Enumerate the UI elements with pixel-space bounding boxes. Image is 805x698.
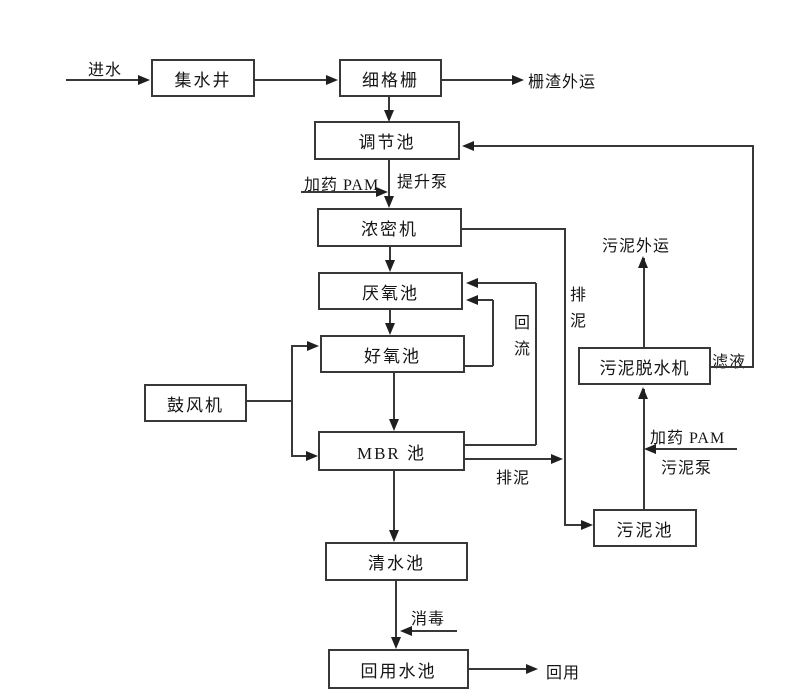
arrowhead-into-collection-well [138,75,150,85]
arrowhead-blower-into-aerobic [307,341,319,351]
node-anaerobic-tank: 厌氧池 [318,272,463,310]
connector-blower-out [247,400,293,402]
connector-reflux-top [478,282,536,284]
arrowhead-into-sludge-tank [581,520,593,530]
connector-screen-to-equalization [388,97,390,112]
connector-well-to-screen [255,79,327,81]
label-screen-residue-out: 栅渣外运 [528,74,597,91]
node-fine-screen: 细格栅 [339,59,442,97]
arrowhead-disinfection [400,626,412,636]
connector-dewatering-to-sludge-out [643,258,645,347]
connector-blower-to-aerobic [291,345,308,347]
arrowhead-into-fine-screen [326,75,338,85]
arrowhead-into-clean-water [389,530,399,542]
arrowhead-into-dewatering [638,387,648,399]
label-dosing-pam-bottom: 加药 PAM [650,430,726,447]
node-reuse-water-tank: 回用水池 [328,649,469,689]
connector-mbr-to-clean-water [393,471,395,531]
connector-dosing-pam-top [301,191,377,193]
connector-filtrate-riser [752,145,754,368]
arrowhead-screen-residue-out [512,75,524,85]
label-filtrate: 滤液 [712,354,747,371]
arrowhead-filtrate-into-equalization [462,141,474,151]
connector-clean-to-reuse-tank [395,581,397,638]
connector-sludge-main-drop [564,228,566,525]
node-thickener: 浓密机 [317,208,462,247]
connector-mbr-sludge-discharge [465,458,551,460]
label-sludge-discharge-side: 排泥 [569,287,586,330]
label-dosing-pam-top: 加药 PAM [304,177,380,194]
connector-blower-to-mbr [291,455,308,457]
arrowhead-mbr-sludge-discharge [551,454,563,464]
node-blower: 鼓风机 [144,384,247,422]
label-sludge-out: 污泥外运 [602,238,671,255]
connector-filtrate-out [711,366,753,368]
label-sludge-pump: 污泥泵 [661,460,713,477]
node-sludge-tank: 污泥池 [593,509,697,547]
arrowhead-into-anaerobic [385,260,395,272]
arrowhead-dosing-pam-top [376,187,388,197]
arrowhead-into-thickener [384,196,394,208]
node-sludge-dewatering-machine: 污泥脱水机 [578,347,711,385]
connector-thickener-to-anaerobic [389,247,391,262]
label-reuse: 回用 [546,665,581,682]
node-aerobic-tank: 好氧池 [320,335,465,373]
arrowhead-blower-into-mbr [306,451,318,461]
connector-reflux-bottom [465,444,536,446]
connector-innerloop-top [478,299,493,301]
arrowhead-into-equalization-tank [384,110,394,122]
connector-thickener-sludge-out [462,228,565,230]
arrowhead-sludge-out [638,256,648,268]
connector-reuse-out [468,668,526,670]
label-disinfection: 消毒 [411,611,446,628]
arrowhead-into-reuse-tank [391,637,401,649]
arrowhead-dosing-pam-bottom [644,444,656,454]
arrowhead-reuse-out [526,664,538,674]
arrowhead-into-aerobic [385,323,395,335]
arrowhead-reflux-into-anaerobic [466,278,478,288]
label-influent: 进水 [88,62,123,79]
node-mbr-tank: MBR 池 [318,431,465,471]
connector-reflux-riser [535,283,537,445]
arrowhead-into-mbr [389,419,399,431]
connector-innerloop-bottom [465,365,493,367]
connector-screen-to-residue [442,79,512,81]
connector-influent [66,79,140,81]
connector-disinfection [412,630,457,632]
connector-filtrate-return [474,145,754,147]
connector-dosing-pam-bottom [656,448,737,450]
label-lift-pump: 提升泵 [397,174,449,191]
connector-aerobic-to-mbr [393,373,395,420]
connector-blower-riser [291,345,293,457]
connector-equalization-to-thickener [388,160,390,197]
connector-innerloop-riser [492,300,494,366]
connector-anaerobic-to-aerobic [389,310,391,325]
node-collection-well: 集水井 [151,59,255,97]
label-reflux: 回流 [513,315,530,358]
label-sludge-discharge-mbr: 排泥 [496,470,531,487]
node-clean-water-tank: 清水池 [325,542,468,581]
connector-into-sludge-tank [564,524,581,526]
node-equalization-tank: 调节池 [314,121,460,160]
arrowhead-innerloop-into-anaerobic [466,295,478,305]
